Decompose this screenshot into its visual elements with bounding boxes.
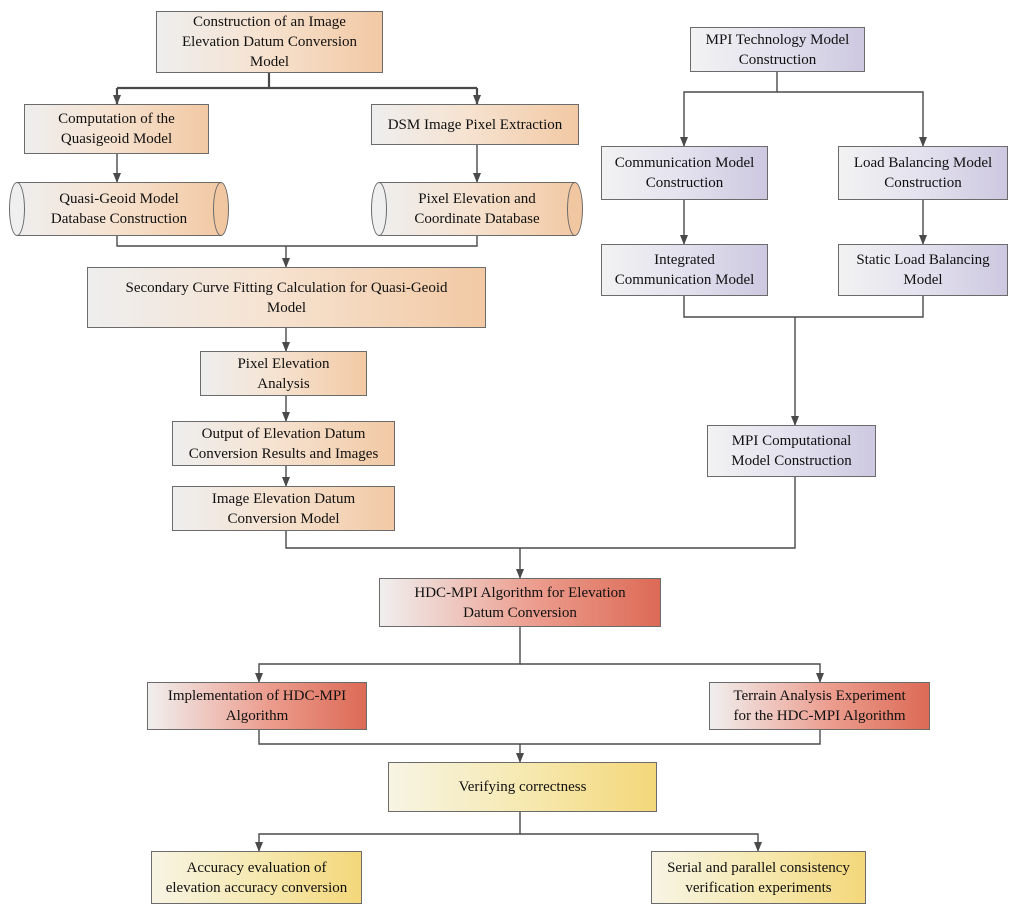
hdc-algorithm-label: HDC-MPI Algorithm for Elevation Datum Co… [414,584,626,621]
static-load-label: Static Load Balancing Model [856,252,990,288]
pixel-database-cylinder: Pixel Elevation and Coordinate Database [371,182,583,236]
integrated-comm-box: Integrated Communication Model [601,244,768,296]
static-load-box: Static Load Balancing Model [838,244,1008,296]
image-model-box: Image Elevation Datum Conversion Model [172,486,395,531]
comm-model-label: Communication Model Construction [614,155,755,191]
dsm-extraction-label: DSM Image Pixel Extraction [387,116,563,133]
verifying-label: Verifying correctness [458,779,587,795]
quasigeoid-database-cylinder: Quasi-Geoid Model Database Construction [9,182,229,236]
load-model-box: Load Balancing Model Construction [838,146,1008,200]
accuracy-eval-box: Accuracy evaluation of elevation accurac… [151,851,362,904]
mpi-tech-box: MPI Technology Model Construction [690,27,865,72]
implementation-box: Implementation of HDC-MPI Algorithm [147,682,367,730]
curve-fitting-box: Secondary Curve Fitting Calculation for … [87,267,486,328]
pixel-analysis-label: Pixel Elevation Analysis [237,355,330,392]
quasigeoid-computation-label: Computation of the Quasigeoid Model [58,111,175,147]
output-results-box: Output of Elevation Datum Conversion Res… [172,421,395,466]
terrain-experiment-box: Terrain Analysis Experiment for the HDC-… [709,682,930,730]
quasigeoid-computation-box: Computation of the Quasigeoid Model [24,104,209,154]
serial-parallel-label: Serial and parallel consistency verifica… [667,859,850,896]
output-results-label: Output of Elevation Datum Conversion Res… [188,425,379,462]
implementation-label: Implementation of HDC-MPI Algorithm [167,688,347,724]
terrain-experiment-label: Terrain Analysis Experiment for the HDC-… [733,688,906,724]
verifying-box: Verifying correctness [388,762,657,812]
image-model-label: Image Elevation Datum Conversion Model [211,490,356,527]
dsm-extraction-box: DSM Image Pixel Extraction [371,104,579,145]
comm-model-box: Communication Model Construction [601,146,768,200]
mpi-computational-label: MPI Computational Model Construction [731,433,852,469]
construction-model-box: Construction of an Image Elevation Datum… [156,11,383,73]
curve-fitting-label: Secondary Curve Fitting Calculation for … [125,279,448,316]
quasigeoid-database-label: Quasi-Geoid Model Database Construction [50,191,188,227]
hdc-algorithm-box: HDC-MPI Algorithm for Elevation Datum Co… [379,578,661,627]
serial-parallel-box: Serial and parallel consistency verifica… [651,851,866,904]
pixel-database-label: Pixel Elevation and Coordinate Database [414,191,540,227]
mpi-computational-box: MPI Computational Model Construction [707,425,876,477]
integrated-comm-label: Integrated Communication Model [614,252,755,288]
pixel-analysis-box: Pixel Elevation Analysis [200,351,367,396]
mpi-tech-label: MPI Technology Model Construction [705,31,850,68]
construction-model-label: Construction of an Image Elevation Datum… [182,14,357,70]
load-model-label: Load Balancing Model Construction [853,155,993,191]
accuracy-eval-label: Accuracy evaluation of elevation accurac… [165,859,348,896]
